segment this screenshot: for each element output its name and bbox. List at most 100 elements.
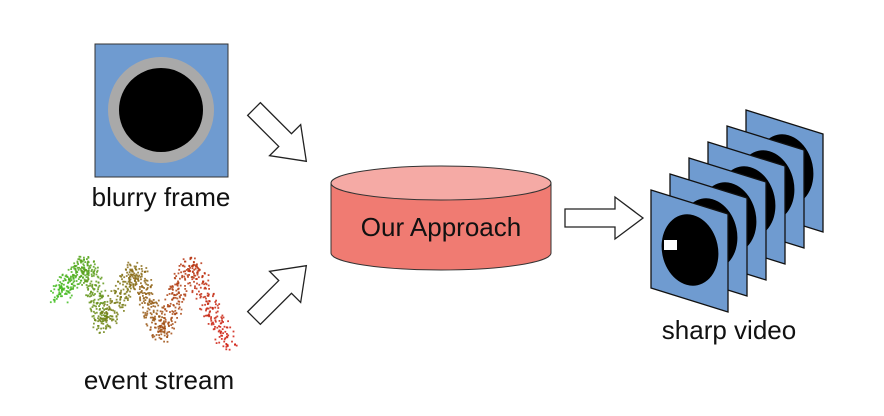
event-point [111,300,113,302]
event-point [74,268,77,271]
event-point [117,287,120,290]
event-point [95,305,97,308]
event-point [126,264,129,266]
event-point [185,269,188,271]
event-point [133,272,135,275]
event-point [97,327,100,329]
event-point [163,331,166,334]
event-point [82,272,84,275]
event-point [57,293,60,296]
event-point [112,309,114,312]
event-point [50,290,52,292]
event-point [127,294,130,297]
event-point [65,274,68,277]
event-point [200,293,203,295]
event-point [166,294,169,296]
event-point [67,291,70,294]
event-point [114,284,117,287]
event-point [128,277,131,280]
event-point [85,294,87,297]
blurry-frame-label: blurry frame [92,182,231,212]
event-point [97,281,100,284]
event-point [66,275,68,278]
event-point [87,274,90,276]
event-point [87,278,90,280]
event-point [156,313,158,315]
event-point [89,292,91,295]
event-point [195,287,198,290]
event-point [110,290,113,292]
event-point [72,266,75,268]
event-point [215,311,218,314]
event-point [124,297,127,300]
event-point [173,304,175,307]
event-point [149,286,152,289]
event-point [192,276,195,279]
event-point [61,288,64,291]
event-point [189,266,191,269]
event-point [226,345,229,347]
event-point [223,338,226,341]
event-point [179,277,181,280]
event-point [161,316,163,319]
event-point [203,287,206,290]
event-point [178,295,181,298]
event-point [151,293,154,295]
event-point [164,298,167,301]
event-point [100,276,103,279]
event-point [95,308,98,310]
event-point [210,322,213,325]
event-point [140,278,142,281]
event-point [181,264,184,267]
event-point [138,268,141,270]
event-point [77,278,80,280]
event-point [145,314,148,317]
event-point [193,268,196,271]
event-point [91,268,93,271]
event-point [140,268,143,270]
event-point [172,311,175,313]
event-point [121,274,124,277]
event-point [119,296,122,299]
event-point [211,308,214,310]
event-point [96,290,99,293]
event-point [207,323,210,325]
event-point [63,277,66,280]
event-point [218,341,221,344]
event-point [138,274,141,277]
event-point [124,280,127,283]
event-point [189,282,191,284]
event-point [80,261,82,264]
event-point [152,299,155,301]
event-point [177,281,180,284]
event-point [86,271,89,274]
event-point [82,263,85,266]
event-point [120,291,122,294]
event-point [98,318,101,321]
event-point [57,288,60,291]
event-point [155,301,157,304]
event-point [106,304,109,306]
event-point [98,308,101,311]
event-point [174,321,177,324]
event-point [109,326,112,329]
event-point [92,301,95,304]
event-point [216,304,219,307]
event-point [154,315,156,318]
event-point [160,324,163,327]
event-point [145,296,147,299]
event-point [103,309,105,311]
event-point [94,293,96,295]
event-point [139,291,142,294]
event-point [99,313,102,315]
event-point [224,337,227,339]
event-point [126,271,128,274]
event-point [150,300,153,303]
event-point [114,302,117,304]
event-point [90,280,93,283]
event-point [144,312,147,314]
event-point [123,280,126,283]
event-point [164,317,166,319]
event-point [87,272,90,275]
